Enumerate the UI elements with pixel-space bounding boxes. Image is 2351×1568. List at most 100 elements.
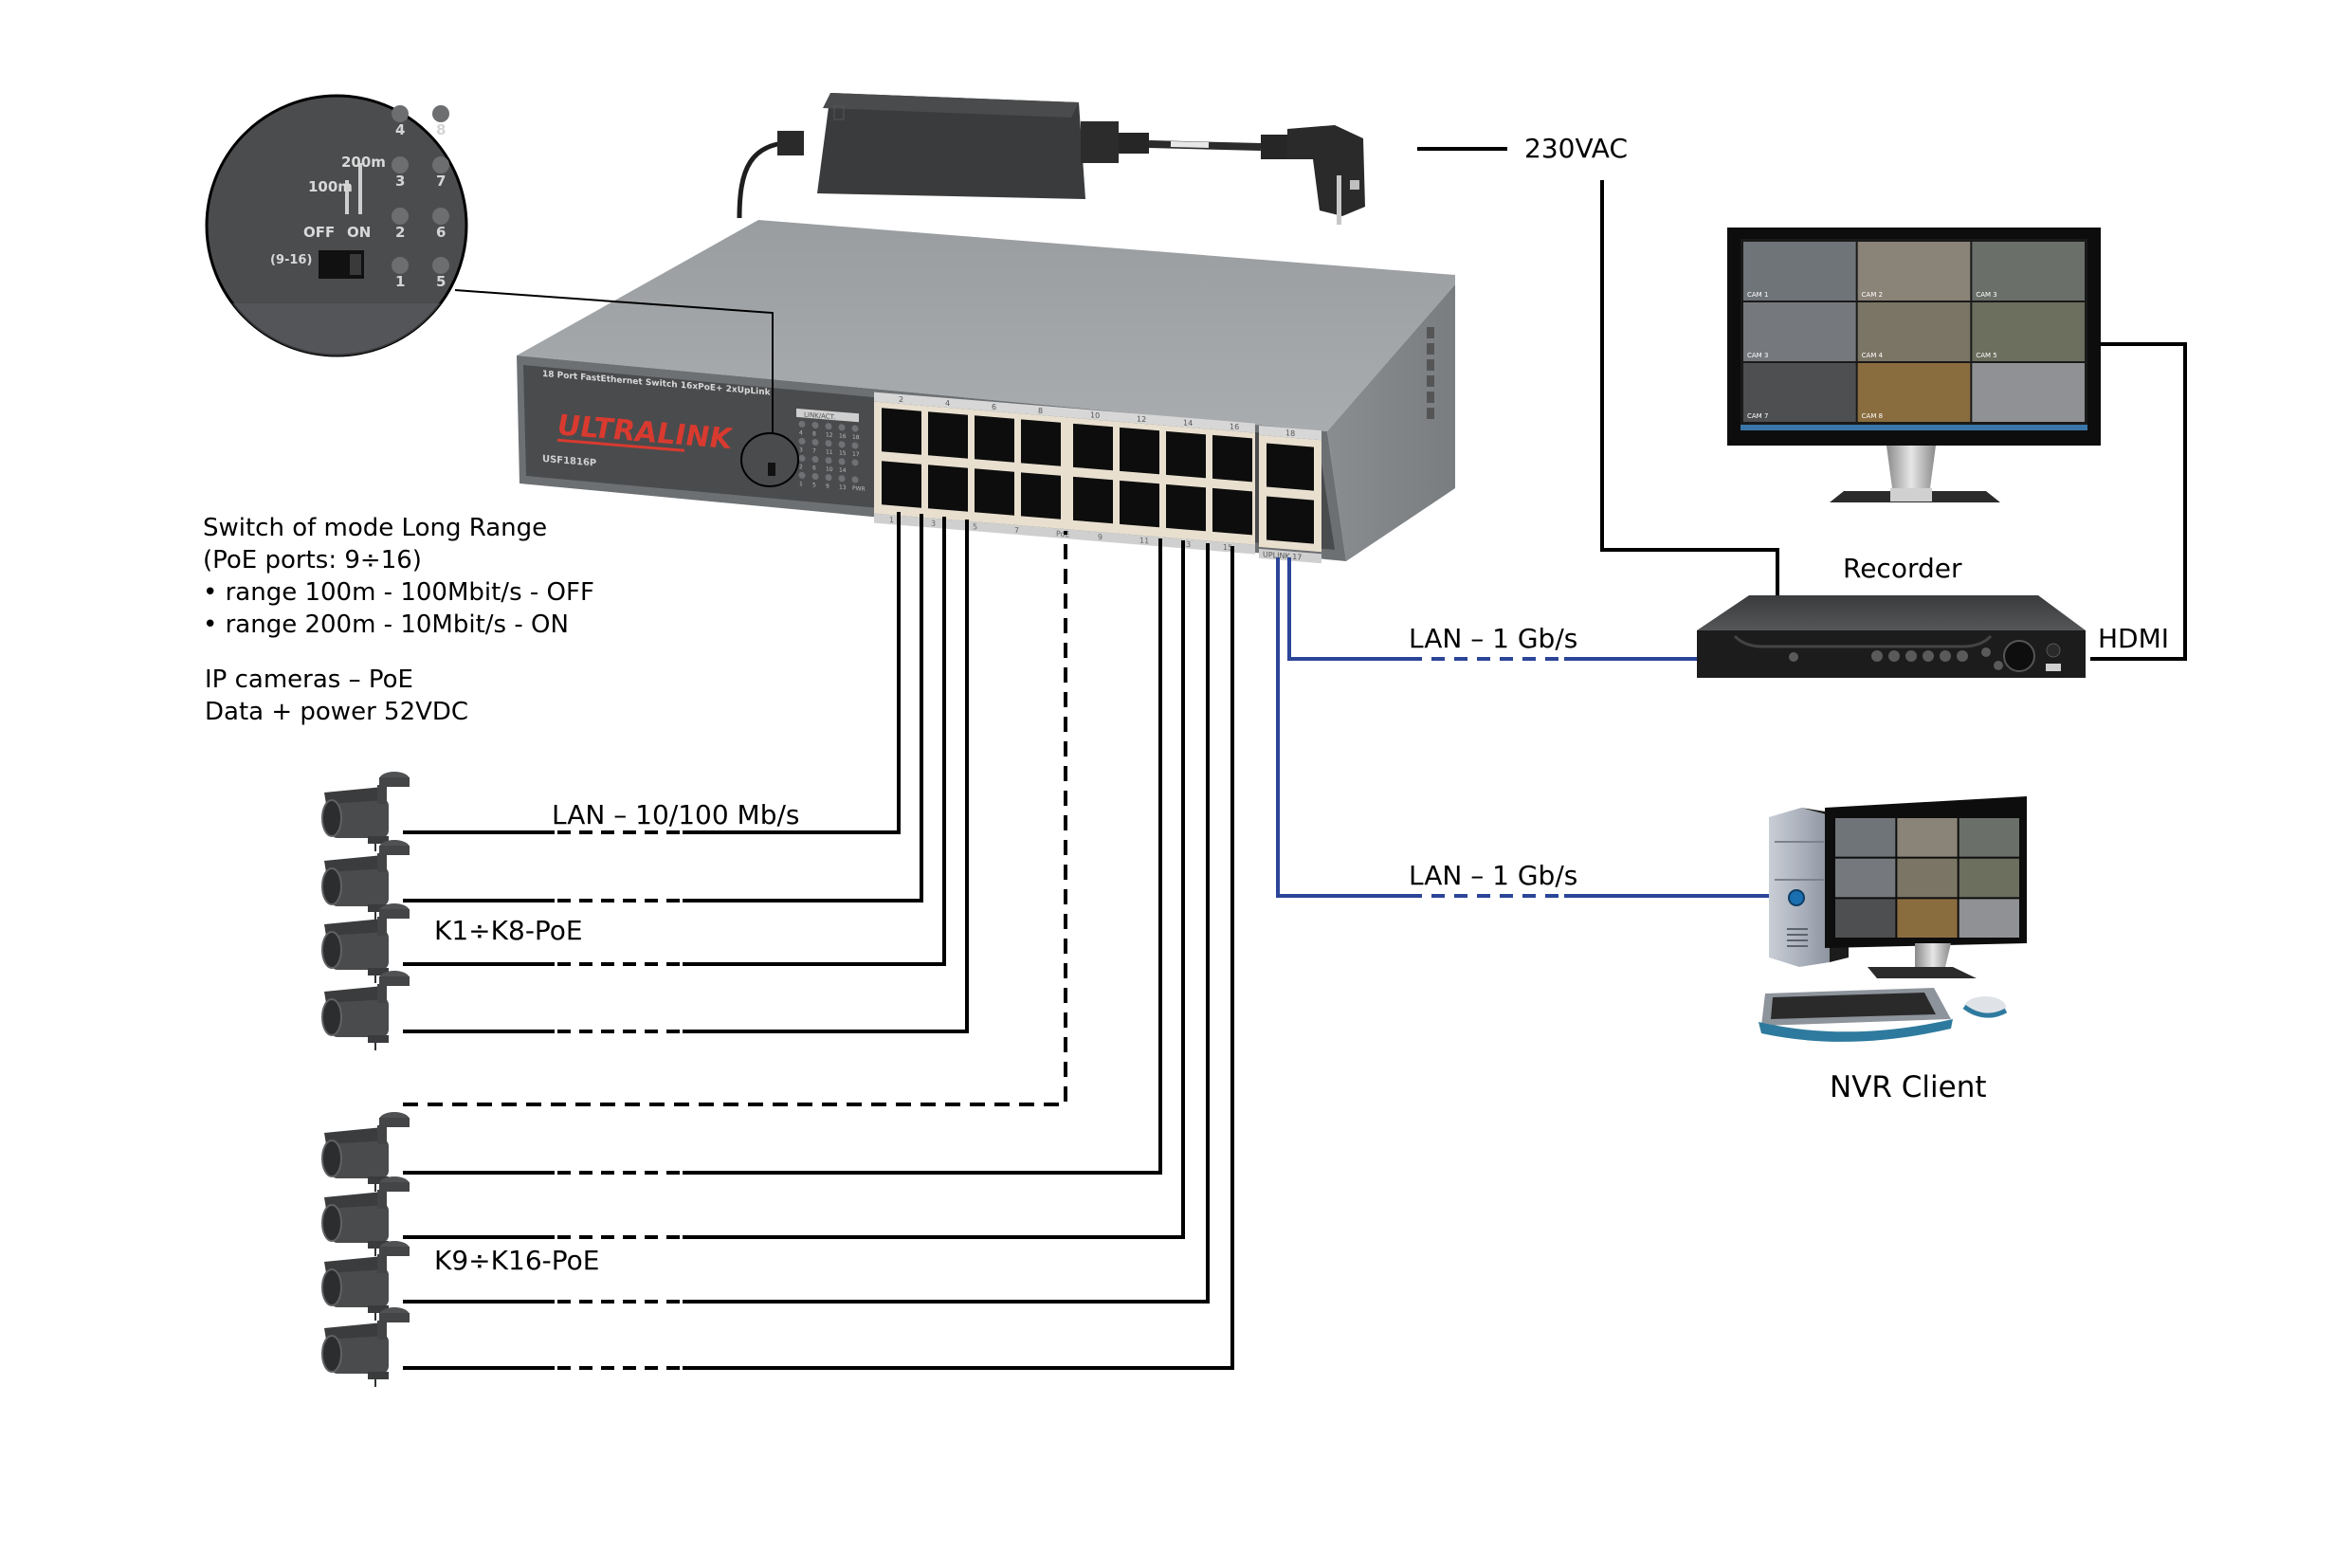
status-led xyxy=(825,474,832,482)
status-led xyxy=(798,437,806,445)
camera-feed-tile xyxy=(1972,302,2085,361)
camera-feed-label: CAM 4 xyxy=(1862,352,1884,359)
led-label: 16 xyxy=(839,433,847,441)
power-adapter xyxy=(737,93,1365,225)
camera-feed-tile xyxy=(1835,818,1896,857)
port-number-label: 4 xyxy=(945,399,950,408)
nvr-lan-label: LAN – 1 Gb/s xyxy=(1409,860,1578,891)
port-number-label: 13 xyxy=(1181,539,1191,549)
camera-feed-tile xyxy=(1743,363,1856,422)
recorder-lan-label: LAN – 1 Gb/s xyxy=(1409,623,1578,654)
status-led xyxy=(851,425,859,432)
status-led xyxy=(838,424,846,431)
callout-led-label: 3 xyxy=(395,173,405,190)
callout-led xyxy=(432,208,449,225)
ip-camera-icon xyxy=(321,970,410,1051)
camera-cable xyxy=(403,543,1210,1304)
camera-cable-lines xyxy=(403,512,1234,1371)
additional-cameras-dashed-line xyxy=(403,531,1067,1106)
callout-led xyxy=(392,208,409,225)
long-range-note: Switch of mode Long Range (PoE ports: 9÷… xyxy=(203,512,594,641)
rj45-port xyxy=(1021,472,1061,520)
status-led xyxy=(825,423,832,430)
camera-feed-label: CAM 3 xyxy=(1976,291,1996,299)
port-number-label: 2 xyxy=(899,395,903,404)
recorder-buttons xyxy=(1789,647,2003,670)
led-label: 4 xyxy=(799,429,803,436)
led-label: 17 xyxy=(852,451,860,459)
adapter-brick xyxy=(817,93,1085,199)
long-range-note-line: • range 200m - 10Mbit/s - ON xyxy=(203,611,569,639)
status-led xyxy=(798,454,806,462)
camera-note-line: Data + power 52VDC xyxy=(205,698,469,726)
rj45-port xyxy=(975,415,1014,463)
callout-led-label: 4 xyxy=(395,121,405,138)
rj45-port xyxy=(1073,423,1113,471)
camera-group xyxy=(321,771,410,1388)
camera-feed-label: CAM 1 xyxy=(1747,291,1768,299)
rj45-port xyxy=(1212,434,1252,483)
rj45-port xyxy=(882,408,921,455)
rj45-port xyxy=(1021,419,1061,466)
callout-ports: (9-16) xyxy=(270,253,313,267)
led-label: 1 xyxy=(799,481,803,487)
led-label: 9 xyxy=(826,483,829,489)
power-button-icon xyxy=(1788,889,1805,906)
port-number-label: 9 xyxy=(1098,533,1103,541)
callout-100m: 100m xyxy=(308,178,353,195)
port-number-label: PoE xyxy=(1056,529,1069,538)
led-label: 5 xyxy=(812,482,816,488)
callout-led-label: 8 xyxy=(436,121,446,138)
long-range-note-line: (PoE ports: 9÷16) xyxy=(203,546,422,574)
nvr-client-pc xyxy=(1759,796,2027,1042)
port-panel xyxy=(874,401,1255,545)
camera-feed-label: CAM 8 xyxy=(1862,412,1883,420)
rj45-port xyxy=(882,461,921,508)
status-led xyxy=(811,456,819,464)
rj45-port xyxy=(1073,476,1113,524)
port-number-label: 8 xyxy=(1038,407,1043,415)
led-label: 10 xyxy=(826,465,833,473)
camera-feed-label: CAM 7 xyxy=(1747,412,1768,420)
rj45-port xyxy=(928,411,968,459)
monitor-stand xyxy=(1886,446,1936,488)
network-video-recorder xyxy=(1697,595,2086,678)
ip-camera-icon xyxy=(321,1306,410,1388)
camera-feed-tile xyxy=(1835,858,1896,898)
callout-led xyxy=(432,105,449,122)
status-led xyxy=(798,420,806,428)
camera-feed-label: CAM 5 xyxy=(1976,352,1996,359)
rj45-port xyxy=(975,468,1014,516)
led-label: 2 xyxy=(799,464,803,470)
group-1-label: K1÷K8-PoE xyxy=(434,915,583,946)
recorder-top xyxy=(1697,595,2086,630)
camera-feed-tile xyxy=(1897,818,1958,857)
callout-led-label: 2 xyxy=(395,224,405,241)
port-number-label: 14 xyxy=(1183,418,1193,428)
camera-cable xyxy=(403,540,1185,1240)
vent-slots xyxy=(1427,327,1434,419)
status-led xyxy=(851,442,859,449)
led-label: 8 xyxy=(812,430,816,437)
callout-leader-line xyxy=(454,289,774,434)
led-label: 18 xyxy=(852,434,860,442)
switch-model: USF1816P xyxy=(542,454,596,469)
callout-led xyxy=(392,156,409,173)
recorder-power-line xyxy=(1600,180,1779,595)
port-number-label: 12 xyxy=(1137,414,1146,424)
camera-lan-label: LAN – 10/100 Mb/s xyxy=(552,799,800,830)
status-led xyxy=(811,422,819,429)
callout-led-label: 5 xyxy=(436,273,446,290)
camera-feed-tile xyxy=(1959,899,2019,938)
schuko-plug-icon xyxy=(1287,125,1365,216)
power-label: 230VAC xyxy=(1524,133,1629,164)
camera-feed-tile xyxy=(1857,363,1971,422)
rj45-port xyxy=(1212,487,1252,536)
status-led xyxy=(838,475,846,483)
status-led xyxy=(811,439,819,447)
callout-200m: 200m xyxy=(341,154,386,171)
camera-feed-tile xyxy=(1897,858,1958,898)
status-led xyxy=(838,458,846,465)
led-label: 7 xyxy=(812,447,816,454)
port-number-label: 6 xyxy=(992,403,996,411)
